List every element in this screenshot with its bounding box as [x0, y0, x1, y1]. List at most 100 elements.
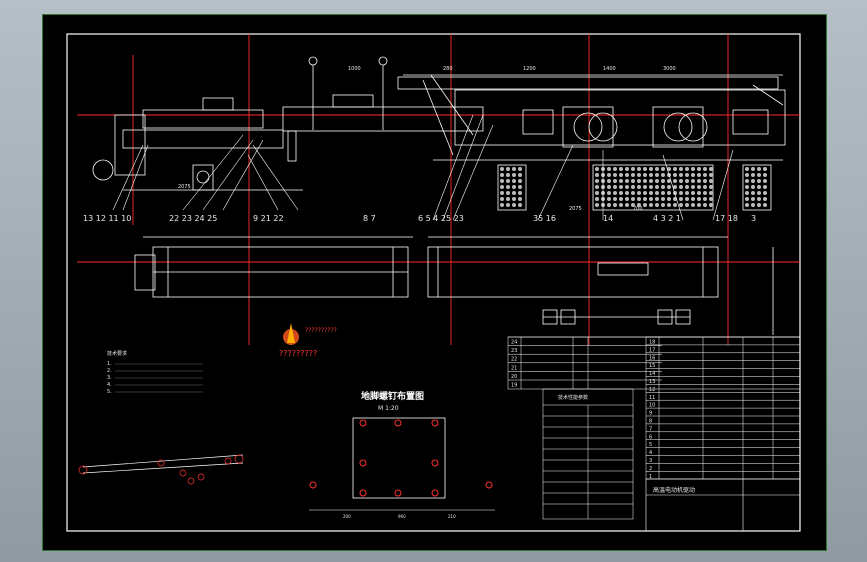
counterweight-dot [745, 185, 749, 189]
counterweight-dot [595, 173, 599, 177]
counterweight-dot [661, 185, 665, 189]
parts-row-number: 2 [649, 466, 652, 472]
counterweight-dot [595, 185, 599, 189]
counterweight-dot [619, 197, 623, 201]
counterweight-dot [500, 179, 504, 183]
callout-right-c: 4 3 2 1 [653, 214, 681, 223]
counterweight-dot [655, 203, 659, 207]
counterweight-dot [595, 179, 599, 183]
logo-text: ?????????? [305, 327, 337, 334]
counterweight-dot [673, 173, 677, 177]
parts-row-number: 16 [649, 355, 655, 361]
counterweight-dot [643, 203, 647, 207]
counterweight-dot [518, 173, 522, 177]
counterweight-dot [763, 167, 767, 171]
counterweight-dot [679, 179, 683, 183]
parts-row-number: 15 [649, 363, 655, 369]
counterweight-dot [643, 173, 647, 177]
foundation-outline [352, 417, 446, 499]
notes-title: 技术要求 [107, 350, 127, 357]
counterweight-dot [703, 197, 707, 201]
counterweight-dot [685, 197, 689, 201]
callout-right-e: 3 [751, 214, 756, 223]
counterweight-dot [757, 185, 761, 189]
counterweight-dot [631, 167, 635, 171]
counterweight-dot [751, 173, 755, 177]
counterweight-dot [661, 179, 665, 183]
counterweight-dot [607, 197, 611, 201]
counterweight-dot [673, 203, 677, 207]
counterweight-dot [655, 173, 659, 177]
counterweight-dot [613, 167, 617, 171]
counterweight-dot [506, 203, 510, 207]
counterweight-dot [685, 167, 689, 171]
counterweight-dot [637, 185, 641, 189]
bolt-hole [485, 481, 493, 489]
counterweight-dot [745, 197, 749, 201]
callout-right-a: 35 16 [533, 214, 556, 223]
counterweight-dot [637, 179, 641, 183]
counterweight-dot [637, 173, 641, 177]
counterweight-dot [763, 179, 767, 183]
counterweight-dot [691, 191, 695, 195]
counterweight-dot [673, 179, 677, 183]
counterweight-dot [649, 191, 653, 195]
dim-1400: 1400 [603, 66, 616, 72]
parts-row-number: 5 [649, 442, 652, 448]
counterweight-dot [625, 191, 629, 195]
parts-row-number: 3 [649, 458, 652, 464]
counterweight-dot [595, 203, 599, 207]
counterweight-dot [500, 185, 504, 189]
counterweight-dot [619, 167, 623, 171]
counterweight-dot [679, 191, 683, 195]
counterweight-dot [512, 173, 516, 177]
counterweight-dot [745, 191, 749, 195]
counterweight-dot [763, 185, 767, 189]
note-line: 3. [107, 375, 112, 381]
counterweight-dot [595, 167, 599, 171]
counterweight-dot [691, 173, 695, 177]
counterweight-dot [649, 203, 653, 207]
foundation-bolt-layout: 地脚螺钉布置图 M 1:20 200 210 960 [309, 390, 495, 519]
company-logo: ?????????? ????????? [279, 323, 337, 358]
counterweight-dot [703, 203, 707, 207]
counterweight-dot [512, 185, 516, 189]
counterweight-dot [703, 167, 707, 171]
note-line: 1. [107, 361, 112, 367]
counterweight-dot [661, 167, 665, 171]
parts-row-number: 21 [511, 365, 517, 371]
counterweight-dot [709, 197, 713, 201]
counterweight-dot [613, 185, 617, 189]
callout-lower-center: 6 5 4 25 23 [418, 214, 464, 223]
counterweight-dot [679, 173, 683, 177]
dim-foundation-b: 210 [448, 514, 456, 519]
counterweight-dot [619, 185, 623, 189]
parts-row-number: 11 [649, 395, 655, 401]
counterweight-dot [613, 179, 617, 183]
counterweight-dot [506, 167, 510, 171]
counterweight-dot [512, 167, 516, 171]
counterweight-dot [637, 197, 641, 201]
counterweight-dot [763, 203, 767, 207]
counterweight-dot [625, 179, 629, 183]
bolt-hole [394, 419, 402, 427]
dim-foundation-a: 200 [343, 514, 351, 519]
counterweight-dot [643, 197, 647, 201]
counterweight-dot [667, 191, 671, 195]
counterweight-dot [512, 197, 516, 201]
counterweight-dot [655, 185, 659, 189]
parts-row-number: 22 [511, 357, 517, 363]
counterweight-dot [661, 173, 665, 177]
counterweight-dot [751, 191, 755, 195]
parts-row-number: 20 [511, 374, 517, 380]
parts-row-number: 9 [649, 411, 652, 417]
counterweight-dot [625, 185, 629, 189]
bolt-hole [359, 459, 367, 467]
callout-mid-group: 22 23 24 25 [169, 214, 217, 223]
dim-foundation-c: 960 [398, 514, 406, 519]
counterweight-dot [757, 167, 761, 171]
counterweight-dot [673, 167, 677, 171]
counterweight-dot [697, 179, 701, 183]
